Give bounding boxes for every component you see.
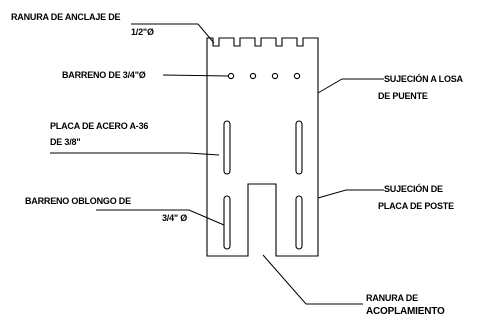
label-sujecion-placa-line2: PLACA DE POSTE — [378, 201, 454, 211]
bolt-hole-3 — [271, 72, 279, 80]
leader-line-sujecion-losa — [317, 78, 384, 94]
leader-line-ranura-acoplamiento — [262, 254, 363, 305]
oblong-slot-upper-left — [223, 120, 231, 175]
oblong-slot-lower-right — [295, 195, 303, 250]
steel-plate-outline — [206, 37, 319, 257]
leader-line-sujecion-placa — [317, 189, 384, 199]
oblong-slot-upper-right — [295, 120, 303, 175]
label-barreno-oblongo-line2: 3/4" Ø — [162, 213, 188, 223]
leader-line-barreno — [162, 74, 230, 77]
label-sujecion-losa-line1: SUJECIÓN A LOSA — [384, 74, 463, 84]
oblong-slot-lower-left — [223, 195, 231, 250]
bolt-hole-4 — [293, 72, 301, 80]
label-ranura-anclaje-line2: 1/2"Ø — [131, 27, 154, 37]
bolt-hole-2 — [249, 72, 257, 80]
label-barreno-oblongo-line1: BARRENO OBLONGO DE — [25, 196, 131, 206]
leader-line-barreno-oblongo — [96, 209, 225, 226]
bolt-hole-1 — [227, 72, 235, 80]
label-placa-acero-line1: PLACA DE ACERO A-36 — [50, 121, 149, 131]
leader-line-placa-acero — [50, 152, 220, 156]
label-sujecion-placa-line1: SUJECIÓN DE — [384, 184, 443, 194]
label-sujecion-losa-line2: DE PUENTE — [378, 91, 428, 101]
label-barreno: BARRENO DE 3/4"Ø — [62, 70, 146, 80]
label-ranura-acoplamiento-line2: ACOPLAMIENTO — [366, 306, 445, 317]
leader-line-ranura-anclaje — [131, 23, 215, 44]
label-ranura-anclaje-line1: RANURA DE ANCLAJE DE — [11, 12, 121, 22]
label-ranura-acoplamiento-line1: RANURA DE — [366, 293, 418, 303]
label-placa-acero-line2: DE 3/8" — [50, 137, 81, 147]
